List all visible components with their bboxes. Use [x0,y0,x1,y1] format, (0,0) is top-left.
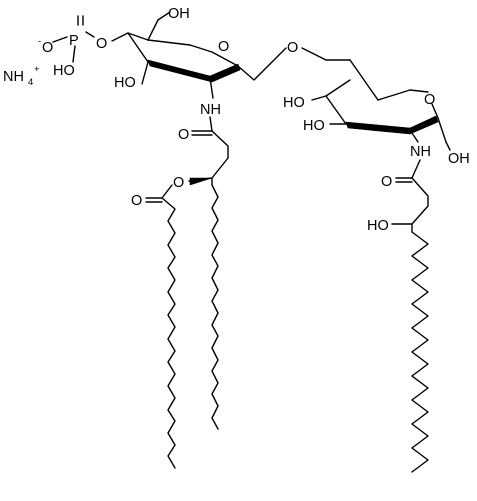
glycosidic-oxygen-label: O [287,40,298,56]
phosphate-charge: - [38,36,41,47]
ring2-c1-oh-bond [437,117,451,151]
ester-o-c-bond [161,184,173,199]
wedge-bonds [147,59,439,186]
ring1-c4-c3-bond [127,32,149,63]
c3-hydroxyl-label: HO [114,75,136,91]
amide2-nh-label: NH [410,144,431,160]
ring2-c4-bond [325,79,351,97]
ammonium-charge: + [34,64,40,75]
ring1-c4-c5-bond [127,32,149,41]
ring1-c5-c6-bond [147,19,159,41]
ring1-c1-glycosidic-bond [237,47,287,81]
ammonium-label: NH [3,69,24,85]
ring2-c4-hydroxyl-label: HO [283,95,305,111]
ring1-bold-edge-2 [209,63,241,83]
ring2-c6-c5-bond [349,59,379,101]
amide1-nh-label: NH [200,102,221,118]
ring1-c6-oh-bond [157,11,171,21]
amide2-carbonyl-oxygen-label: O [381,174,392,190]
phosphate-oh-bond [72,45,76,63]
ring2-bold-edge-2 [409,115,439,135]
ring1-o-c1-bond [189,44,239,67]
phosphorus-label: P [69,33,79,49]
ring2-glycosidic-c6-bond [301,47,351,61]
ring1-c4-o-bond [111,32,129,42]
ring1-c3-oh-bond [141,61,149,85]
ring2-o-c1-bond [431,103,439,119]
chain2-hydroxyl-label: HO [367,218,389,234]
ring1-oxygen-label: O [218,39,229,55]
ring2-c3-hydroxyl-label: HO [303,118,325,134]
phosphate-bonds [52,36,68,43]
ring2-c5-o-bond [377,89,429,101]
phosphate-o-minus-label: O [42,40,53,56]
acyl2-chain [411,177,429,473]
ring2-c4-c3-bond [325,95,347,125]
atom-labels: NH 4 + - O P HO O OH O HO NH O O O O O H… [3,6,470,234]
acyl1-chain [211,130,229,430]
ring2-oxygen-label: O [424,92,435,108]
ring1-c5-o-bond [147,39,191,46]
amide1-carbonyl-oxygen-label: O [178,127,189,143]
anomeric-hydroxyl-label: OH [448,151,470,167]
amide1-n-c-bond [209,116,213,132]
ring1-bold-edge [147,59,213,83]
c6-hydroxyl-label: OH [168,6,190,22]
ester-carbonyl-oxygen-label: O [131,193,142,209]
ammonium-subscript: 4 [28,77,33,88]
phosphate-p-o-bond [85,31,95,38]
ring2-bold-edge [345,121,411,135]
phosphate-ester-oxygen-label: O [96,36,107,52]
amide2-n-c-bond [411,159,421,179]
acyl-ester-chain [161,197,176,469]
phosphate-hydroxyl-label: HO [53,63,75,79]
ring2-c4-oh-bond [311,95,327,101]
bond-lines [52,11,451,473]
ester-oxygen-label: O [173,175,184,191]
chain1-stereo-wedge [189,177,213,186]
